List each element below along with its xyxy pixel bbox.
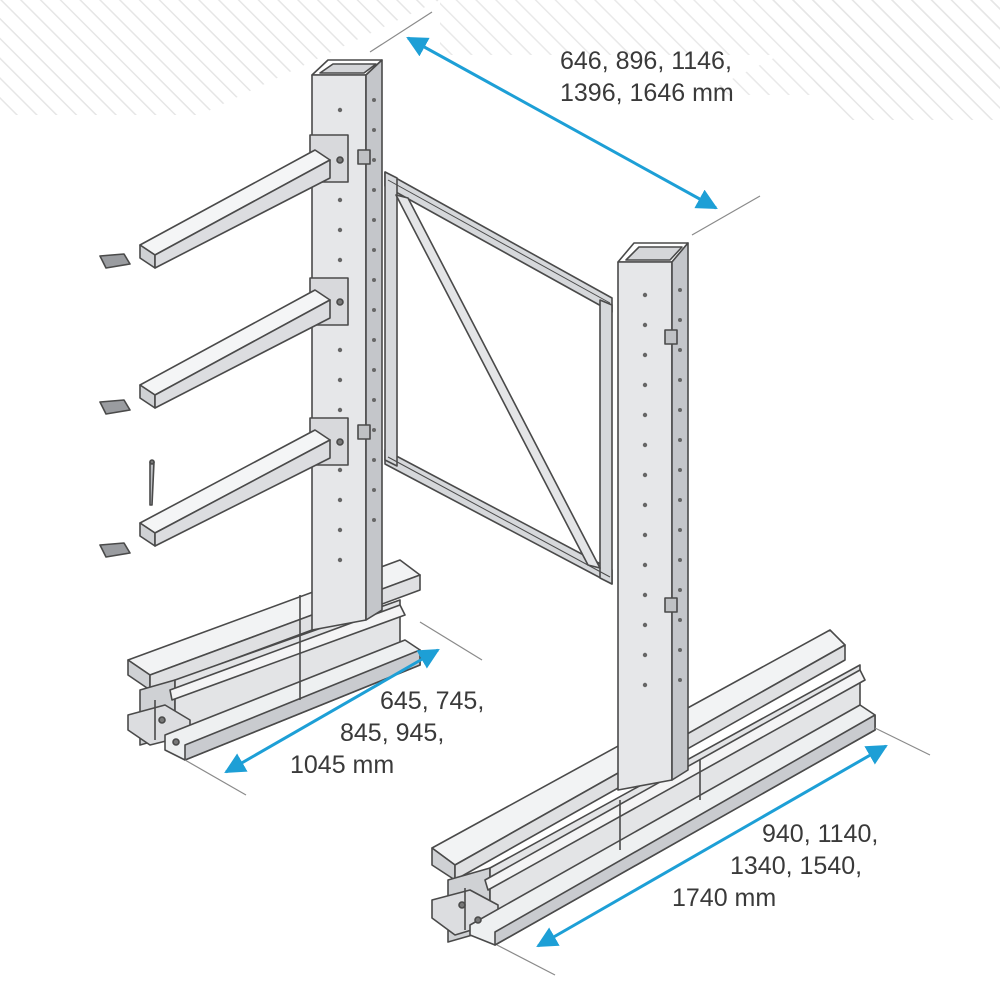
- extension-lines: [184, 11, 931, 976]
- arm-middle: [139, 277, 349, 409]
- arm-top: [139, 134, 349, 269]
- arm-bottom: [139, 417, 349, 547]
- arm-length-dimension-label: 645, 745, 845, 945, 1045 mm: [290, 685, 484, 781]
- base-length-dimension-arrow: [536, 744, 888, 948]
- arm-label-line-2: 845, 945,: [340, 719, 445, 747]
- arm-length-dimension-arrow: [224, 648, 440, 774]
- depth-label-line-2: 1396, 1646 mm: [560, 79, 734, 107]
- bracing-frame: [384, 171, 613, 585]
- base-label-line-2: 1340, 1540,: [730, 852, 863, 880]
- bolt-icon: [664, 329, 678, 345]
- base-length-dimension-label: 940, 1140, 1340, 1540, 1740 mm: [672, 818, 878, 914]
- lock-pin: [149, 459, 155, 506]
- base-label-line-3: 1740 mm: [672, 884, 777, 912]
- depth-label-line-1: 646, 896, 1146,: [560, 47, 732, 75]
- background-hatching: [0, 0, 1000, 120]
- left-column: [311, 59, 383, 631]
- right-column-holes: [642, 288, 682, 688]
- arm-label-line-3: 1045 mm: [290, 751, 395, 779]
- end-caps: [99, 253, 131, 558]
- depth-dimension-arrow: [406, 36, 718, 210]
- right-column: [617, 242, 689, 791]
- bolt-icon: [357, 424, 371, 440]
- arm-label-line-1: 645, 745,: [380, 687, 485, 715]
- depth-dimension-label: 646, 896, 1146, 1396, 1646 mm: [560, 45, 734, 109]
- bolt-icon: [357, 149, 371, 165]
- bolt-icon: [664, 597, 678, 613]
- base-label-line-1: 940, 1140,: [762, 820, 879, 848]
